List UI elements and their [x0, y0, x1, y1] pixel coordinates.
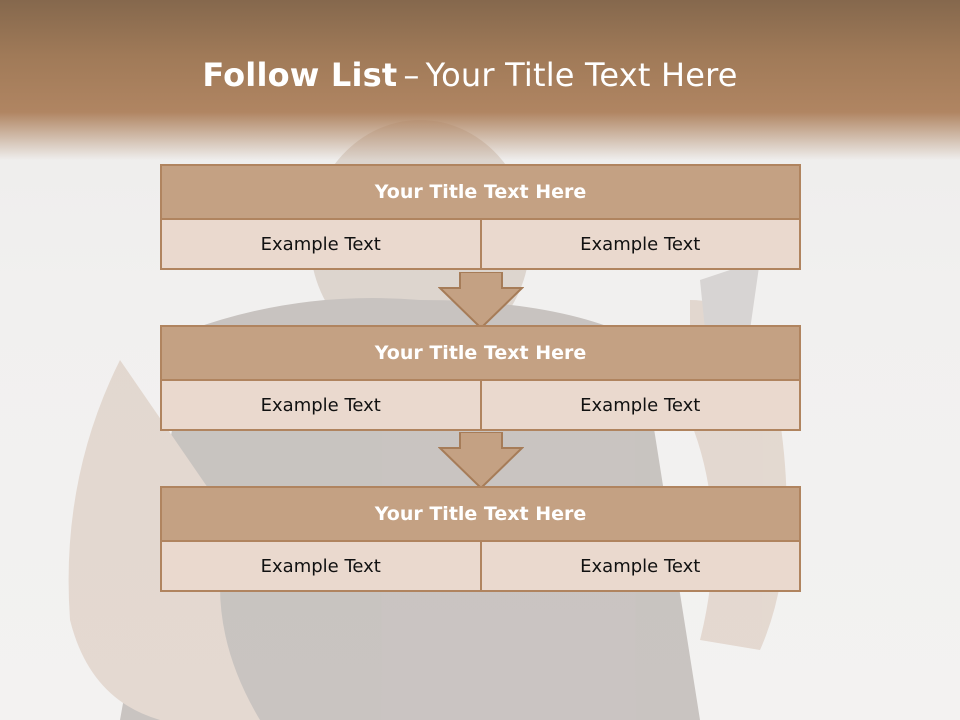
step-title: Your Title Text Here [160, 486, 801, 542]
step-right-text: Example Text [479, 381, 800, 429]
slide-title: Follow List–Your Title Text Here [0, 56, 940, 94]
step-title: Your Title Text Here [160, 164, 801, 220]
step-right-text: Example Text [479, 220, 800, 268]
title-bold: Follow List [202, 56, 398, 94]
header-band [0, 0, 960, 160]
step-box-3: Your Title Text Here Example Text Exampl… [160, 486, 801, 592]
step-row: Example Text Example Text [160, 542, 801, 592]
step-left-text: Example Text [260, 555, 381, 577]
step-left-text: Example Text [260, 233, 381, 255]
step-title: Your Title Text Here [160, 325, 801, 381]
title-dash: – [403, 56, 420, 94]
title-rest: Your Title Text Here [425, 56, 738, 94]
step-row: Example Text Example Text [160, 220, 801, 270]
step-left-text: Example Text [260, 394, 381, 416]
step-row: Example Text Example Text [160, 381, 801, 431]
step-right-text: Example Text [479, 542, 800, 590]
step-box-1: Your Title Text Here Example Text Exampl… [160, 164, 801, 270]
down-arrow-icon [438, 272, 524, 330]
step-box-2: Your Title Text Here Example Text Exampl… [160, 325, 801, 431]
down-arrow-icon [438, 432, 524, 490]
